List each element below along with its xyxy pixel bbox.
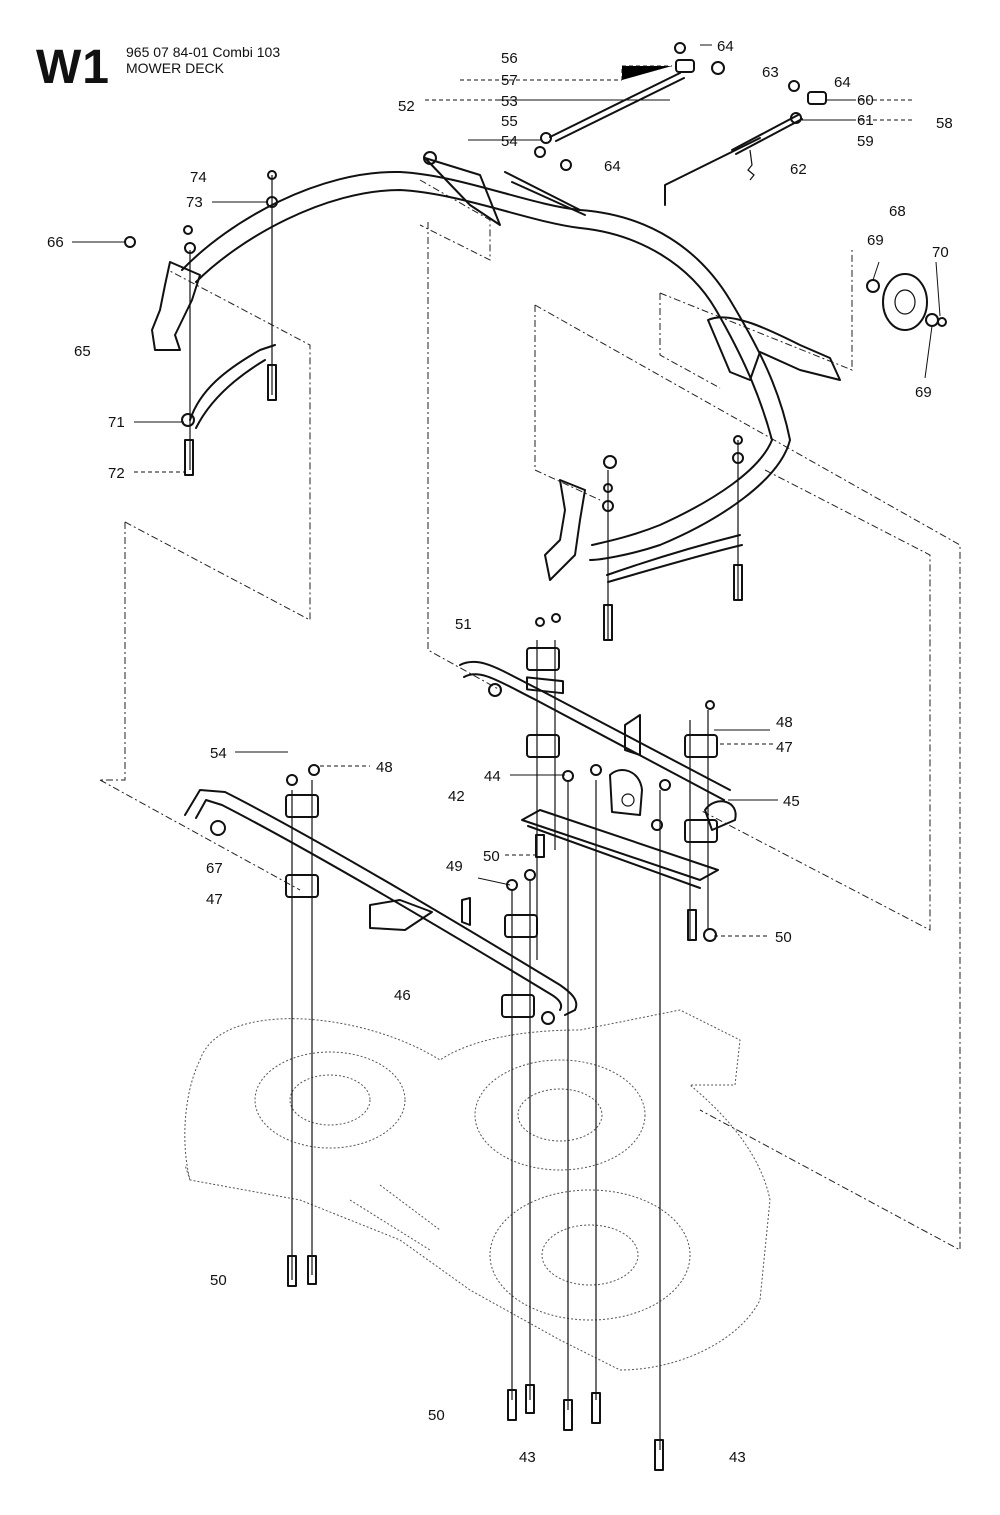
callout-63: 63 <box>762 64 779 81</box>
callout-64-mid: 64 <box>604 158 621 175</box>
callout-56: 56 <box>501 50 518 67</box>
callout-45: 45 <box>783 793 800 810</box>
rear-hanger-bar <box>459 660 737 889</box>
callout-74: 74 <box>190 169 207 186</box>
callout-50-bottom: 50 <box>428 1407 445 1424</box>
callout-47-left: 47 <box>206 891 223 908</box>
callout-48-left: 48 <box>376 759 393 776</box>
callout-46: 46 <box>394 987 411 1004</box>
callout-leaders <box>72 44 941 937</box>
callout-54-left: 54 <box>210 745 227 762</box>
callout-70: 70 <box>932 244 949 261</box>
callout-69-bottom: 69 <box>915 384 932 401</box>
callout-43-left: 43 <box>519 1449 536 1466</box>
callout-71: 71 <box>108 414 125 431</box>
callout-57: 57 <box>501 72 518 89</box>
callout-50-right: 50 <box>775 929 792 946</box>
callout-50-mid: 50 <box>483 848 500 865</box>
diagram-code: W1 <box>36 41 110 94</box>
callout-65: 65 <box>74 343 91 360</box>
part-number-title: 965 07 84-01 Combi 103 <box>126 44 281 60</box>
callout-43-right: 43 <box>729 1449 746 1466</box>
callout-58: 58 <box>936 115 953 132</box>
callout-44: 44 <box>484 768 501 785</box>
callout-61: 61 <box>857 112 874 129</box>
right-lift-arm <box>544 273 947 641</box>
callout-73: 73 <box>186 194 203 211</box>
callout-62: 62 <box>790 161 807 178</box>
left-lift-arm <box>124 170 278 476</box>
lift-handle-bar <box>181 151 791 561</box>
callout-52: 52 <box>398 98 415 115</box>
assembly-title: MOWER DECK <box>126 60 224 76</box>
callout-67: 67 <box>206 860 223 877</box>
callout-64-right: 64 <box>834 74 851 91</box>
callout-53: 53 <box>501 93 518 110</box>
callout-66: 66 <box>47 234 64 251</box>
callout-50-left: 50 <box>210 1272 227 1289</box>
adjustment-rods <box>534 42 827 206</box>
callout-68: 68 <box>889 203 906 220</box>
callout-72: 72 <box>108 465 125 482</box>
callout-51: 51 <box>455 616 472 633</box>
callout-59: 59 <box>857 133 874 150</box>
callout-47-right: 47 <box>776 739 793 756</box>
callout-labels: 56 57 52 53 55 54 64 63 64 60 61 58 59 6… <box>47 38 953 1466</box>
callout-42: 42 <box>448 788 465 805</box>
callout-64-top: 64 <box>717 38 734 55</box>
callout-48-right: 48 <box>776 714 793 731</box>
callout-54-top: 54 <box>501 133 518 150</box>
clamps-and-bolts <box>285 613 718 1471</box>
callout-69-top: 69 <box>867 232 884 249</box>
mower-deck <box>184 1009 771 1371</box>
callout-49: 49 <box>446 858 463 875</box>
callout-55: 55 <box>501 113 518 130</box>
front-hanger-bar <box>184 789 578 1025</box>
assembly-frames <box>99 179 961 1251</box>
callout-60: 60 <box>857 92 874 109</box>
